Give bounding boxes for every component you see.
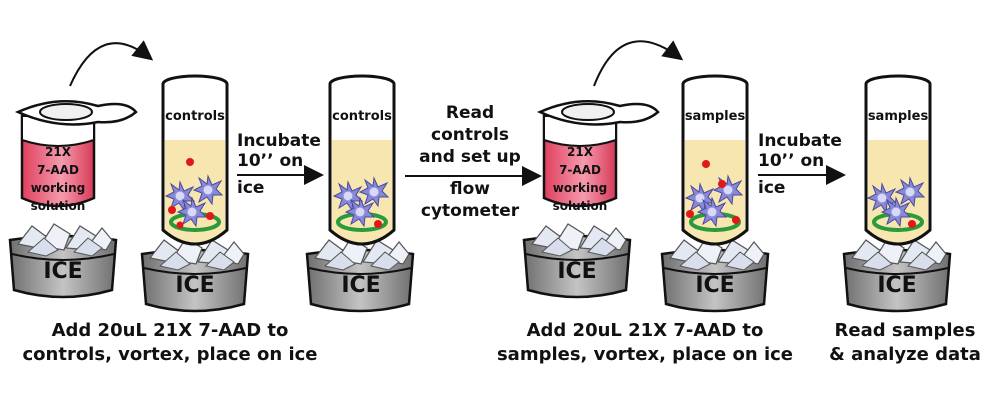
- read-controls-line3: and set up: [419, 147, 521, 167]
- tube-label-controls-2: controls: [332, 109, 392, 124]
- ice-label: ICE: [341, 273, 380, 298]
- vial-label-line2: 7-AAD: [559, 163, 601, 177]
- ice-label: ICE: [877, 273, 916, 298]
- ice-label: ICE: [557, 259, 596, 284]
- ice-label: ICE: [43, 259, 82, 284]
- read-controls-step: Read controls and set up flow cytometer: [405, 103, 542, 221]
- caption-add-controls-line2: controls, vortex, place on ice: [22, 344, 317, 365]
- vial-label-line3: working: [31, 181, 85, 195]
- tube-label-controls-1: controls: [165, 109, 225, 124]
- dye-dot: [374, 220, 382, 228]
- vial-label-line4: solution: [553, 199, 608, 213]
- read-controls-line4: flow: [450, 179, 490, 199]
- controls-tube-incubated: controls ICE: [305, 74, 415, 313]
- vial-label-line2: 7-AAD: [37, 163, 79, 177]
- samples-tube-with-reagent: samples ICE: [660, 74, 770, 313]
- incubate-step-2: Incubate 10’’ on ice: [758, 131, 846, 198]
- ice-label: ICE: [175, 273, 214, 298]
- incubate-2-line3: ice: [758, 178, 785, 198]
- dye-dot: [702, 160, 710, 168]
- curved-arrow-icon: [69, 40, 154, 87]
- vial-label-line4: solution: [31, 199, 86, 213]
- caption-add-samples-line2: samples, vortex, place on ice: [497, 344, 793, 365]
- caption-read-samples-line2: & analyze data: [829, 344, 981, 365]
- incubate-2-line2: 10’’ on: [758, 151, 824, 171]
- reagent-vial-step4: 21X 7-AAD working solution ICE: [522, 99, 660, 299]
- incubate-step-1: Incubate 10’’ on ice: [237, 131, 324, 198]
- controls-tube-with-reagent: controls ICE: [140, 74, 250, 313]
- dye-dot: [206, 212, 214, 220]
- reagent-vial-step1: 21X 7-AAD working solution ICE: [8, 99, 138, 299]
- dye-dot: [168, 206, 176, 214]
- vial-label-line3: working: [553, 181, 607, 195]
- incubate-1-line2: 10’’ on: [237, 151, 303, 171]
- dye-dot: [176, 221, 184, 229]
- dye-dot: [186, 158, 194, 166]
- caption-add-samples: Add 20uL 21X 7-AAD to samples, vortex, p…: [497, 320, 793, 365]
- vial-label-line1: 21X: [567, 145, 594, 159]
- dye-dot: [686, 210, 694, 218]
- ice-label: ICE: [695, 273, 734, 298]
- caption-read-samples: Read samples & analyze data: [829, 320, 981, 365]
- tube-label-samples-1: samples: [685, 109, 746, 124]
- dye-dot: [718, 180, 726, 188]
- dye-dot: [908, 220, 916, 228]
- dye-dot: [732, 216, 740, 224]
- caption-add-samples-line1: Add 20uL 21X 7-AAD to: [527, 320, 764, 341]
- curved-arrow-icon: [593, 40, 684, 87]
- incubate-2-line1: Incubate: [758, 131, 842, 151]
- incubate-1-line3: ice: [237, 178, 264, 198]
- read-controls-line2: controls: [431, 125, 509, 145]
- caption-add-controls-line1: Add 20uL 21X 7-AAD to: [52, 320, 289, 341]
- read-controls-line5: cytometer: [421, 201, 520, 221]
- read-controls-line1: Read: [446, 103, 494, 123]
- samples-tube-incubated: samples ICE: [842, 74, 952, 313]
- incubate-1-line1: Incubate: [237, 131, 321, 151]
- vial-label-line1: 21X: [45, 145, 72, 159]
- caption-add-controls: Add 20uL 21X 7-AAD to controls, vortex, …: [22, 320, 317, 365]
- tube-label-samples-2: samples: [868, 109, 929, 124]
- caption-read-samples-line1: Read samples: [835, 320, 976, 341]
